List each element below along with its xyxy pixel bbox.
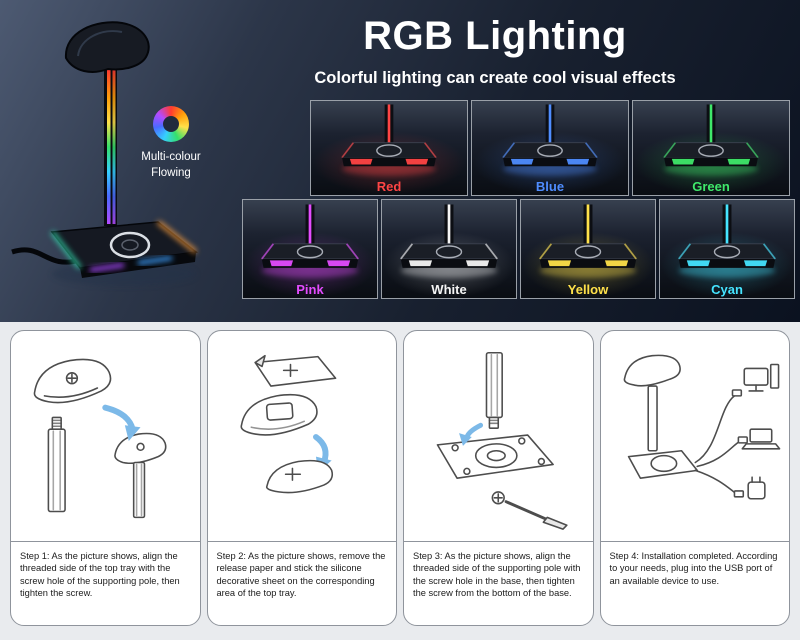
red-variant-image bbox=[311, 101, 467, 181]
step-3-caption: Step 3: As the picture shows, align the … bbox=[404, 541, 593, 625]
monitor-icon bbox=[742, 363, 779, 392]
step-1-illustration bbox=[33, 358, 167, 519]
step-3-illustration bbox=[436, 351, 568, 530]
cyan-variant-image bbox=[660, 200, 794, 284]
usb-cable bbox=[11, 247, 81, 265]
variant-cell-green: Green bbox=[632, 100, 790, 196]
color-wheel-icon bbox=[153, 106, 189, 142]
instructions-section: Step 1: As the picture shows, align the … bbox=[10, 330, 790, 626]
variant-label-yellow: Yellow bbox=[567, 282, 609, 297]
step-1-caption: Step 1: As the picture shows, align the … bbox=[11, 541, 200, 625]
step-4-panel: Step 4: Installation completed. Accordin… bbox=[599, 330, 790, 626]
variant-row-2: Pink White Yellow Cyan bbox=[242, 199, 795, 299]
step-2-caption: Step 2: As the picture shows, remove the… bbox=[207, 541, 396, 625]
page-title: RGB Lighting bbox=[363, 14, 627, 58]
variant-cell-yellow: Yellow bbox=[520, 199, 656, 299]
pink-variant-image bbox=[243, 200, 377, 284]
badge-line2: Flowing bbox=[151, 166, 191, 179]
usb-plug-icon bbox=[733, 490, 744, 498]
variant-cell-white: White bbox=[381, 199, 517, 299]
step-1-panel: Step 1: As the picture shows, align the … bbox=[10, 330, 201, 626]
variant-cell-cyan: Cyan bbox=[659, 199, 795, 299]
variant-label-pink: Pink bbox=[296, 282, 324, 297]
step-2-panel: Step 2: As the picture shows, remove the… bbox=[206, 330, 397, 626]
step-3-panel: Step 3: As the picture shows, align the … bbox=[403, 330, 594, 626]
usb-plug-icon bbox=[731, 389, 742, 397]
variant-row-1: Red Blue Green bbox=[310, 100, 790, 196]
variant-label-blue: Blue bbox=[535, 179, 565, 194]
variant-cell-pink: Pink bbox=[242, 199, 378, 299]
page-subtitle: Colorful lighting can create cool visual… bbox=[314, 69, 676, 87]
step-4-illustration bbox=[623, 354, 780, 500]
hero-section: Multi-colour Flowing RGB Lighting Colorf… bbox=[0, 0, 800, 322]
variant-label-white: White bbox=[431, 282, 467, 297]
multicolour-badge: Multi-colour Flowing bbox=[126, 106, 216, 181]
blue-variant-image bbox=[472, 101, 628, 181]
usb-plug-icon bbox=[737, 436, 748, 444]
badge-line1: Multi-colour bbox=[141, 151, 201, 163]
charging-ring bbox=[109, 231, 151, 259]
step-2-illustration bbox=[239, 354, 336, 494]
laptop-icon bbox=[741, 428, 780, 450]
headphone-stand-product-image bbox=[11, 21, 198, 286]
step-3-arrow-icon bbox=[464, 422, 484, 440]
variant-cell-red: Red bbox=[310, 100, 468, 196]
variant-label-green: Green bbox=[692, 179, 730, 194]
power-adapter-icon bbox=[746, 476, 766, 500]
variant-label-cyan: Cyan bbox=[711, 282, 743, 297]
variant-cell-blue: Blue bbox=[471, 100, 629, 196]
headphone-rest bbox=[64, 21, 150, 73]
step-4-caption: Step 4: Installation completed. Accordin… bbox=[600, 541, 789, 625]
green-variant-image bbox=[633, 101, 789, 181]
yellow-variant-image bbox=[521, 200, 655, 284]
white-variant-image bbox=[382, 200, 516, 284]
variant-label-red: Red bbox=[376, 179, 402, 194]
